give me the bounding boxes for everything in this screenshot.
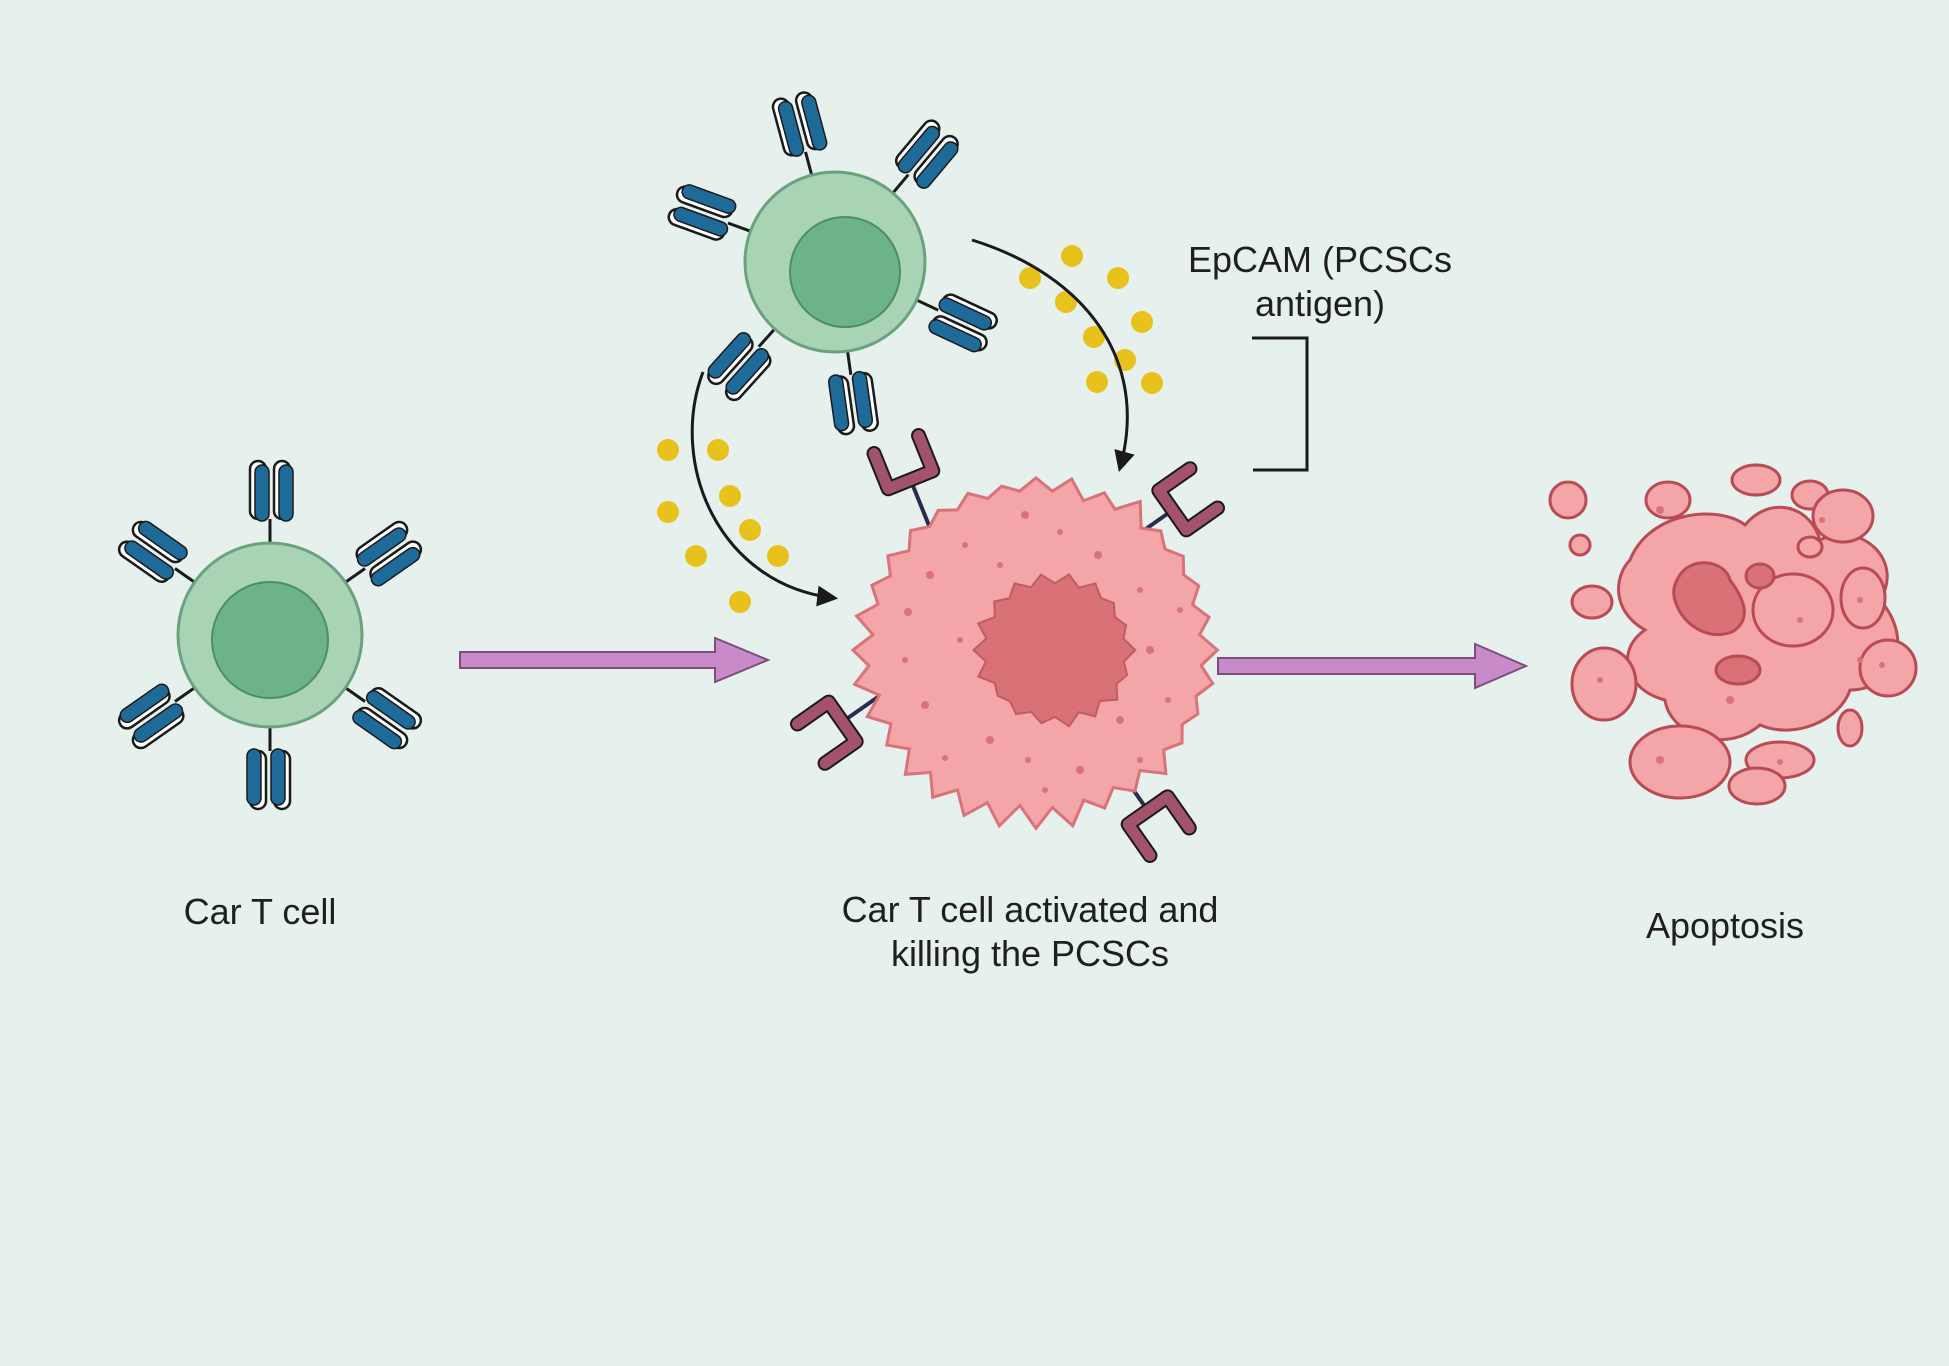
curved-arrow-icon [690,238,1135,607]
label-line-2: antigen) [1254,283,1386,324]
cytokine-dots-icon [657,245,1163,613]
label-epcam-antigen: EpCAM (PCSCs antigen) [1150,238,1490,326]
label-apoptosis: Apoptosis [1645,905,1805,946]
label-car-t-activated: Car T cell activated and killing the PCS… [800,888,1260,976]
label-line-1: EpCAM (PCSCs [1187,239,1453,280]
pcsc-tumor-cell-icon [798,436,1218,856]
process-arrow-2 [1217,642,1529,690]
activated-car-t-cell-icon [665,88,1001,438]
car-t-cell-icon [112,459,428,811]
label-car-t-cell: Car T cell [183,891,337,932]
apoptotic-cell-icon [1548,463,1918,806]
epcam-leader-line [1252,336,1309,472]
process-arrow-1 [459,636,771,684]
label-line-2: killing the PCSCs [890,933,1170,974]
label-line-1: Car T cell activated and [841,889,1219,930]
